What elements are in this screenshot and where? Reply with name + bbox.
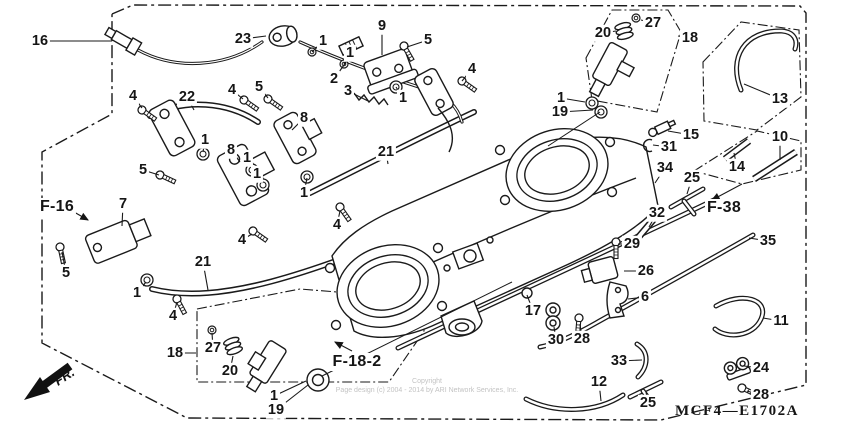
throttle-body xyxy=(324,128,659,339)
right-parts xyxy=(545,119,752,381)
callout-1: 1 xyxy=(316,32,330,50)
callout-3: 3 xyxy=(341,82,355,100)
callout-24: 24 xyxy=(750,359,772,377)
callout-4: 4 xyxy=(465,60,479,78)
callout-34: 34 xyxy=(654,159,676,177)
injector-box-top xyxy=(585,9,682,113)
callout-8: 8 xyxy=(224,141,238,159)
flange-top xyxy=(414,68,454,116)
callout-27: 27 xyxy=(642,14,664,32)
callout-1: 1 xyxy=(396,89,410,107)
ref-F-16: F-16 xyxy=(37,198,77,216)
callout-11: 11 xyxy=(771,312,791,330)
callout-21: 21 xyxy=(375,143,397,161)
insulator-flange xyxy=(148,99,196,157)
callout-1: 1 xyxy=(130,284,144,302)
callout-35: 35 xyxy=(757,232,779,250)
callout-1: 1 xyxy=(198,131,212,149)
callout-18: 18 xyxy=(164,344,186,362)
fr-label: FR. xyxy=(51,365,77,389)
hose-box-10-14 xyxy=(692,130,802,185)
callout-25: 25 xyxy=(681,169,703,187)
valve-15 xyxy=(648,119,677,138)
frame-border xyxy=(41,4,807,421)
callout-19: 19 xyxy=(265,401,287,419)
callout-1: 1 xyxy=(297,184,311,202)
hose-box-13 xyxy=(702,21,802,131)
grommet-23 xyxy=(268,25,298,47)
callout-30: 30 xyxy=(545,331,567,349)
callout-25: 25 xyxy=(637,394,659,412)
bore-front xyxy=(336,244,440,328)
callout-13: 13 xyxy=(769,90,791,108)
callout-1: 1 xyxy=(343,44,357,62)
callout-5: 5 xyxy=(59,264,73,282)
sensor-7 xyxy=(84,218,152,264)
callout-4: 4 xyxy=(330,216,344,234)
clamp-30 xyxy=(545,302,561,331)
callout-4: 4 xyxy=(235,231,249,249)
callout-1: 1 xyxy=(240,149,254,167)
watermark: Copyright Page design (c) 2004 - 2014 by… xyxy=(336,377,518,396)
callout-26: 26 xyxy=(635,262,657,280)
callout-12: 12 xyxy=(588,373,610,391)
bore-rear xyxy=(505,128,609,212)
callout-17: 17 xyxy=(522,302,544,320)
callout-18: 18 xyxy=(679,29,701,47)
callout-1: 1 xyxy=(250,165,264,183)
watermark-line1: Copyright xyxy=(412,378,442,385)
callout-21: 21 xyxy=(192,253,214,271)
callout-15: 15 xyxy=(680,126,702,144)
callout-6: 6 xyxy=(638,288,652,306)
stay-17 xyxy=(521,287,533,299)
callout-32: 32 xyxy=(646,204,668,222)
clip-31 xyxy=(642,138,653,153)
ref-F-18-2: F-18-2 xyxy=(330,353,384,371)
callout-9: 9 xyxy=(375,17,389,35)
ref-F-38: F-38 xyxy=(704,199,744,217)
callout-4: 4 xyxy=(225,81,239,99)
injector-top xyxy=(547,13,641,147)
callout-5: 5 xyxy=(136,161,150,179)
callout-7: 7 xyxy=(116,195,130,213)
callout-4: 4 xyxy=(126,87,140,105)
callout-20: 20 xyxy=(592,24,614,42)
callout-1: 1 xyxy=(267,387,281,405)
callout-14: 14 xyxy=(726,158,748,176)
callout-1: 1 xyxy=(554,89,568,107)
injector-bottom xyxy=(207,281,513,393)
joint-8-right xyxy=(273,111,323,165)
figure-code: MCF4—E1702A xyxy=(675,403,799,419)
group-boxes xyxy=(196,9,802,383)
callout-5: 5 xyxy=(421,31,435,49)
callout-8: 8 xyxy=(297,109,311,127)
watermark-line2: Page design (c) 2004 - 2014 by ARI Netwo… xyxy=(335,387,519,395)
hose-13 xyxy=(734,28,799,93)
bracket-6 xyxy=(606,281,629,319)
callout-4: 4 xyxy=(166,307,180,325)
injector-box-bottom xyxy=(196,288,425,383)
callout-22: 22 xyxy=(176,88,198,106)
callout-28: 28 xyxy=(571,330,593,348)
callout-29: 29 xyxy=(621,235,643,253)
cable-adjuster xyxy=(103,26,143,57)
callout-10: 10 xyxy=(769,128,791,146)
callout-5: 5 xyxy=(252,78,266,96)
fr-arrow: FR. xyxy=(24,362,77,400)
callout-31: 31 xyxy=(658,138,680,156)
callout-23: 23 xyxy=(232,30,254,48)
sensor-26 xyxy=(580,255,619,285)
callout-33: 33 xyxy=(608,352,630,370)
callout-16: 16 xyxy=(29,32,51,50)
callout-19: 19 xyxy=(549,103,571,121)
callout-28: 28 xyxy=(750,386,772,404)
callout-27: 27 xyxy=(202,339,224,357)
spring-3 xyxy=(353,92,389,106)
callout-2: 2 xyxy=(327,70,341,88)
callout-20: 20 xyxy=(219,362,241,380)
clamp-24 xyxy=(723,356,752,381)
